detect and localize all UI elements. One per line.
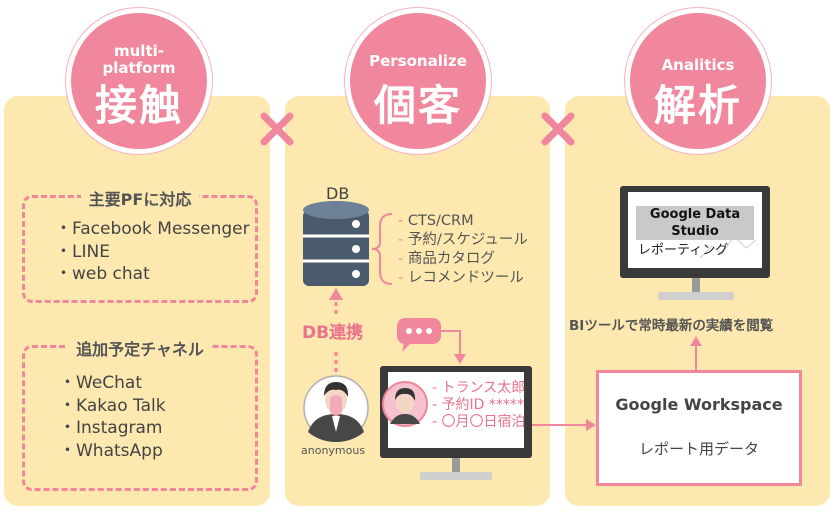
list-item: ・Kakao Talk <box>59 395 166 416</box>
list-item: ・WeChat <box>59 373 142 393</box>
list-item: 予約/スケジュール <box>398 231 528 250</box>
db-label: DB <box>326 184 350 203</box>
workspace-title: Google Workspace <box>615 395 783 414</box>
bi-caption: BIツールで常時最新の実績を閲覧 <box>569 318 774 334</box>
future-channels-list: ・WeChat ・Kakao Talk ・Instagram ・WhatsApp <box>59 372 166 462</box>
main-platforms-title: 主要PFに対応 <box>80 190 200 209</box>
list-item: ・Facebook Messenger <box>55 219 250 239</box>
person-icon <box>303 375 369 442</box>
list-item: 予約ID ***** <box>432 397 526 414</box>
db-link-label: DB連携 <box>302 323 364 343</box>
list-item: ・Instagram <box>59 418 163 438</box>
workspace-box: Google Workspace レポート用データ <box>596 370 802 486</box>
chat-bubble-icon <box>397 318 441 352</box>
analytics-circle: Analitics 解析 <box>625 8 771 154</box>
list-item: トランス太郎 <box>432 380 526 397</box>
list-item: 商品カタログ <box>398 250 528 269</box>
chat-arrow <box>441 330 461 356</box>
pillar-title: 個客 <box>373 81 462 130</box>
pillar-title: 接触 <box>94 81 183 130</box>
contact-circle: multi- platform 接触 <box>66 8 212 154</box>
cross-icon <box>541 112 575 146</box>
future-channels-title: 追加予定チャネル <box>68 340 212 359</box>
cross-icon <box>260 112 294 146</box>
reporting-label: レポーティング <box>638 243 729 258</box>
data-studio-title: Google Data Studio <box>636 206 754 240</box>
list-item: ・WhatsApp <box>59 440 163 461</box>
db-items-list: CTS/CRM 予約/スケジュール 商品カタログ レコメンドツール <box>398 212 528 288</box>
main-platforms-list: ・Facebook Messenger ・LINE ・web chat <box>55 218 250 286</box>
pillar-subtitle: Analitics <box>661 56 735 74</box>
list-item: CTS/CRM <box>398 212 528 231</box>
pillar-title: 解析 <box>653 81 742 130</box>
customer-info-list: トランス太郎 予約ID ***** 〇月〇日宿泊 <box>432 380 526 431</box>
main-platforms-box: 主要PFに対応 ・Facebook Messenger ・LINE ・web c… <box>22 190 258 303</box>
list-item: ・LINE <box>55 241 110 262</box>
anonymous-label: anonymous <box>301 444 366 457</box>
list-item: レコメンドツール <box>398 269 528 288</box>
list-item: ・web chat <box>55 264 150 284</box>
personalize-circle: Personalize 個客 <box>345 8 491 154</box>
workspace-subtitle: レポート用データ <box>638 440 759 458</box>
pillar-subtitle: Personalize <box>369 52 467 70</box>
brace-icon <box>371 213 393 285</box>
db-link-arrow <box>329 288 343 372</box>
list-item: 〇月〇日宿泊 <box>432 414 526 431</box>
future-channels-box: 追加予定チャネル ・WeChat ・Kakao Talk ・Instagram … <box>22 340 258 491</box>
pillar-subtitle: multi- platform <box>102 42 176 77</box>
database-icon <box>303 201 369 286</box>
